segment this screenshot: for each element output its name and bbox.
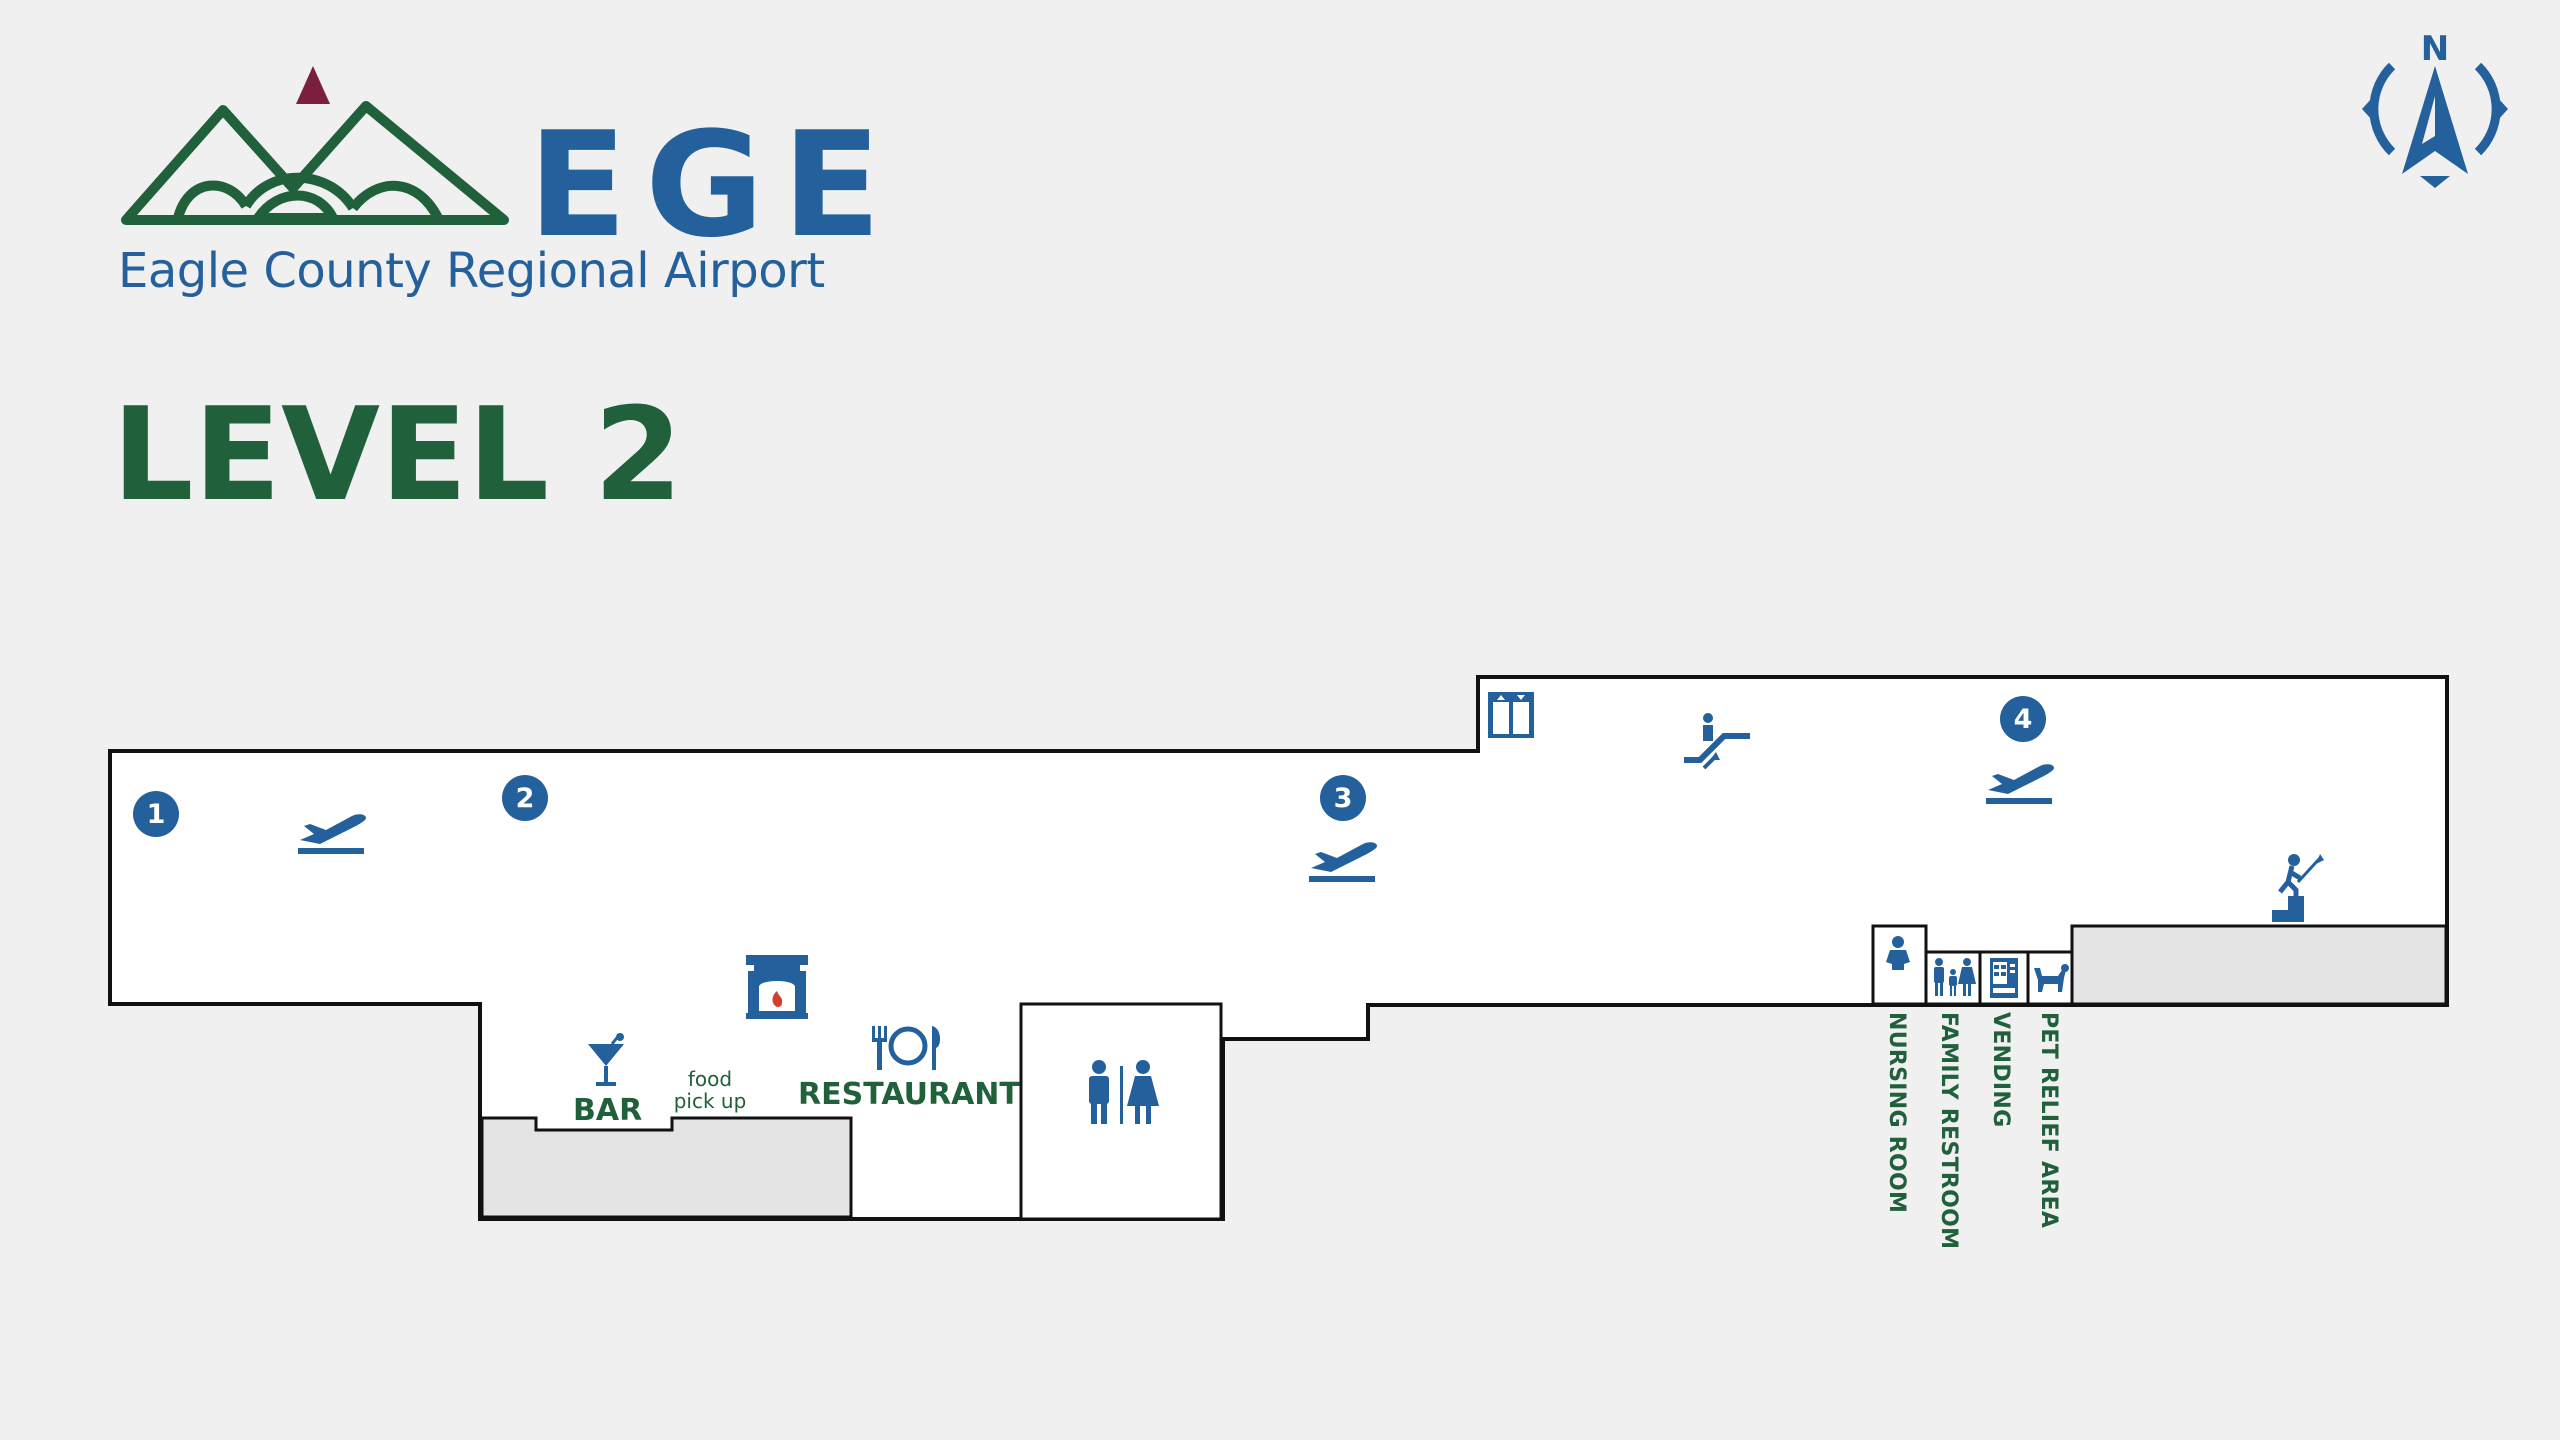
brand-subtitle: Eagle County Regional Airport xyxy=(118,243,825,299)
pet-relief-area-label: PET RELIEF AREA xyxy=(2036,1012,2061,1229)
compass-north-label: N xyxy=(2421,29,2449,69)
vending-label: VENDING xyxy=(1988,1012,2013,1128)
terminal-outline xyxy=(108,675,2449,1221)
compass-icon: N xyxy=(2352,26,2518,192)
bar-back-area xyxy=(480,1116,853,1219)
bar-label: BAR xyxy=(573,1093,643,1128)
gate-2-badge: 2 xyxy=(502,775,548,821)
brand-wordmark: EGE xyxy=(528,101,900,270)
food-pickup-line1: food xyxy=(687,1067,733,1091)
nursing-room-label: NURSING ROOM xyxy=(1884,1012,1909,1214)
departure-plane-icon xyxy=(298,814,366,854)
fireplace-icon xyxy=(746,955,808,1019)
elevator-icon xyxy=(1488,692,1534,738)
restaurant-label: RESTAURANT xyxy=(798,1077,1020,1112)
airport-logo: EGE Eagle County Regional Airport xyxy=(118,58,881,318)
vending-icon xyxy=(1990,958,2018,998)
departure-plane-icon xyxy=(1309,842,1377,882)
stairs-icon xyxy=(2272,854,2324,922)
family-restroom-icon xyxy=(1934,958,1976,996)
restroom-icon xyxy=(1089,1060,1159,1124)
gate-3-badge: 3 xyxy=(1320,775,1366,821)
family-restroom-label: FAMILY RESTROOM xyxy=(1936,1012,1961,1250)
level-title: LEVEL 2 xyxy=(112,381,683,530)
gate-4-badge: 4 xyxy=(2000,696,2046,742)
utensils-icon xyxy=(872,1026,941,1070)
food-pickup-line2: pick up xyxy=(673,1089,747,1113)
food-pickup-label: food pick up xyxy=(670,1068,750,1112)
departure-plane-icon xyxy=(1986,764,2054,804)
escalator-icon xyxy=(1684,713,1750,770)
pet-relief-icon xyxy=(2034,964,2069,992)
mountain-logo-icon xyxy=(121,66,509,225)
cocktail-icon xyxy=(588,1033,624,1086)
nursing-icon xyxy=(1886,936,1910,970)
gate-4-service-room xyxy=(2070,924,2448,1006)
gate-1-badge: 1 xyxy=(133,791,179,837)
